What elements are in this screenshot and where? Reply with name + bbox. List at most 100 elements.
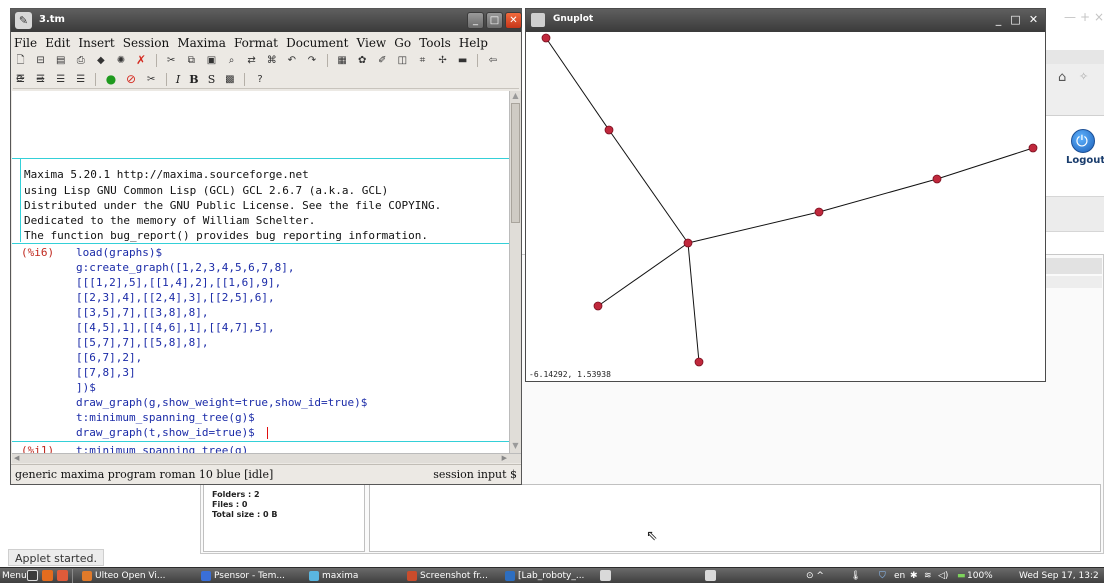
start-menu-button[interactable]: Menu — [2, 571, 27, 581]
scroll-thumb[interactable] — [511, 103, 520, 223]
texmacs-window[interactable]: ✎ 3.tm _ □ ✕ File Edit Insert Session Ma… — [10, 8, 522, 485]
input-line[interactable]: ])$ — [76, 381, 96, 394]
redo-icon[interactable]: ↷ — [307, 55, 317, 66]
undo-icon[interactable]: ↶ — [287, 55, 296, 66]
link-icon[interactable]: ⌗ — [419, 55, 426, 66]
cancel-icon[interactable]: ✗ — [136, 53, 147, 67]
thermometer-icon[interactable]: 🌡 — [850, 571, 862, 581]
browser-minimize-icon[interactable]: — — [1064, 10, 1076, 24]
gnuplot-titlebar[interactable]: Gnuplot _ □ ✕ — [526, 9, 1045, 32]
spanning-tree-plot[interactable] — [526, 32, 1045, 381]
draw-icon[interactable]: ✐ — [378, 55, 387, 66]
logout-button-label[interactable]: Logout — [1066, 155, 1104, 166]
terminal-icon[interactable] — [27, 570, 38, 581]
file-list-box[interactable] — [369, 484, 1101, 552]
menu-tools[interactable]: Tools — [419, 36, 451, 50]
vertical-scrollbar[interactable]: ▲ ▼ — [509, 91, 521, 453]
menu-go[interactable]: Go — [394, 36, 412, 50]
frame-icon[interactable]: ◫ — [397, 55, 408, 66]
input-line[interactable]: [[4,5],1],[[4,6],1],[[4,7],5], — [76, 321, 275, 334]
shield-icon[interactable]: ⛉ — [879, 571, 886, 581]
input-line[interactable]: draw_graph(t,show_id=true)$ — [76, 426, 255, 439]
menu-file[interactable]: File — [14, 36, 38, 50]
scroll-right-icon[interactable]: ▶ — [501, 454, 507, 462]
scroll-left-icon[interactable]: ◀ — [14, 454, 20, 462]
browser-close-icon[interactable]: × — [1094, 10, 1104, 24]
open-folder-icon[interactable]: ⊟ — [36, 55, 45, 66]
browser-maximize-icon[interactable]: + — [1080, 10, 1091, 24]
task-ulteo[interactable]: Ulteo Open Vi... — [81, 569, 196, 583]
export-icon[interactable]: ◆ — [97, 55, 105, 66]
cut-icon[interactable]: ✂ — [167, 55, 176, 66]
file-manager-icon[interactable] — [600, 570, 611, 581]
copy-icon[interactable]: ⧉ — [187, 55, 195, 66]
replace-icon[interactable]: ⇄ — [247, 55, 256, 66]
logout-icon[interactable] — [1071, 129, 1095, 153]
horizontal-scrollbar[interactable]: ◀ ▶ — [12, 453, 521, 463]
find-icon[interactable]: ⌕ — [228, 55, 235, 66]
back-icon[interactable]: ⇦ — [488, 55, 498, 66]
clock[interactable]: Wed Sep 17, 13:2 — [1019, 571, 1099, 581]
input-line[interactable]: g:create_graph([1,2,3,4,5,6,7,8], — [76, 261, 295, 274]
task-psensor[interactable]: Psensor - Tem... — [200, 569, 306, 583]
menu-session[interactable]: Session — [122, 36, 170, 50]
input-line[interactable]: [[6,7],2], — [76, 351, 143, 364]
scroll-down-icon[interactable]: ▼ — [512, 441, 519, 450]
battery-icon[interactable]: ▬ — [957, 571, 966, 581]
menu-document[interactable]: Document — [286, 36, 349, 50]
input-line[interactable]: [[7,8],3] — [76, 366, 136, 379]
bluetooth-icon[interactable]: ✱ — [910, 571, 918, 581]
align-center-icon[interactable]: ☰ — [36, 74, 46, 85]
stop-icon[interactable]: ⊘ — [126, 72, 137, 86]
table-icon[interactable]: ▦ — [337, 55, 347, 66]
task-lab-roboty[interactable]: [Lab_roboty_... — [504, 569, 596, 583]
input-line[interactable]: load(graphs)$ — [76, 246, 163, 259]
time-tracker-icon[interactable]: ⊙ ^ — [806, 571, 824, 581]
color-palette-icon[interactable]: ▩ — [225, 74, 235, 85]
menu-maxima[interactable]: Maxima — [177, 36, 226, 50]
file-manager-icon-2[interactable] — [705, 570, 716, 581]
web-icon[interactable]: ✺ — [116, 55, 126, 66]
wifi-icon[interactable]: ≋ — [924, 571, 932, 581]
texmacs-titlebar[interactable]: ✎ 3.tm _ □ ✕ — [11, 9, 522, 32]
browser-icon[interactable] — [42, 570, 53, 581]
maximize-button[interactable]: □ — [1010, 13, 1021, 26]
align-left-icon[interactable]: ☰ — [16, 74, 25, 85]
help-icon[interactable]: ? — [257, 74, 263, 85]
menu-help[interactable]: Help — [458, 36, 488, 50]
input-line[interactable]: [[5,7],7],[[5,8],8], — [76, 336, 209, 349]
save-icon[interactable]: ▤ — [55, 55, 66, 66]
menu-insert[interactable]: Insert — [78, 36, 115, 50]
image-icon[interactable]: ✿ — [357, 55, 367, 66]
input-line[interactable]: [[3,5],7],[[3,8],8], — [76, 306, 209, 319]
input-line[interactable]: draw_graph(g,show_weight=true,show_id=tr… — [76, 396, 368, 409]
close-button[interactable]: ✕ — [1028, 13, 1039, 26]
home-icon[interactable]: ⌂ — [1058, 70, 1067, 85]
paste-icon[interactable]: ▣ — [206, 55, 217, 66]
session-icon[interactable]: ▬ — [457, 55, 468, 66]
volume-icon[interactable]: ◁) — [938, 571, 949, 581]
task-maxima[interactable]: maxima — [308, 569, 403, 583]
input-line[interactable]: [[[1,2],5],[[1,4],2],[[1,6],9], — [76, 276, 282, 289]
keyboard-language[interactable]: en — [894, 571, 906, 581]
align-justify-icon[interactable]: ☰ — [76, 74, 86, 85]
minimize-button[interactable]: _ — [467, 12, 484, 29]
interrupt-icon[interactable]: ✂ — [146, 74, 156, 85]
italic-icon[interactable]: I — [175, 73, 181, 86]
reload-icon[interactable]: ⟳ — [16, 74, 25, 85]
close-button[interactable]: ✕ — [505, 12, 522, 29]
menu-view[interactable]: View — [356, 36, 387, 50]
print-icon[interactable]: ⎙ — [76, 55, 85, 66]
input-line[interactable]: t:minimum_spanning_tree(g)$ — [76, 411, 255, 424]
menu-edit[interactable]: Edit — [45, 36, 71, 50]
minimize-button[interactable]: _ — [995, 13, 1002, 26]
task-screenshot[interactable]: Screenshot fr... — [406, 569, 501, 583]
launcher-icon[interactable] — [57, 570, 68, 581]
symbol-icon[interactable]: ✢ — [438, 55, 447, 66]
bold-icon[interactable]: B — [189, 73, 199, 86]
forward-icon[interactable]: ⇨ — [36, 74, 45, 85]
menu-format[interactable]: Format — [234, 36, 279, 50]
evaluate-icon[interactable]: ● — [105, 72, 117, 86]
input-line[interactable]: [[2,3],4],[[2,4],3],[[2,5],6], — [76, 291, 275, 304]
align-right-icon[interactable]: ☰ — [56, 74, 66, 85]
